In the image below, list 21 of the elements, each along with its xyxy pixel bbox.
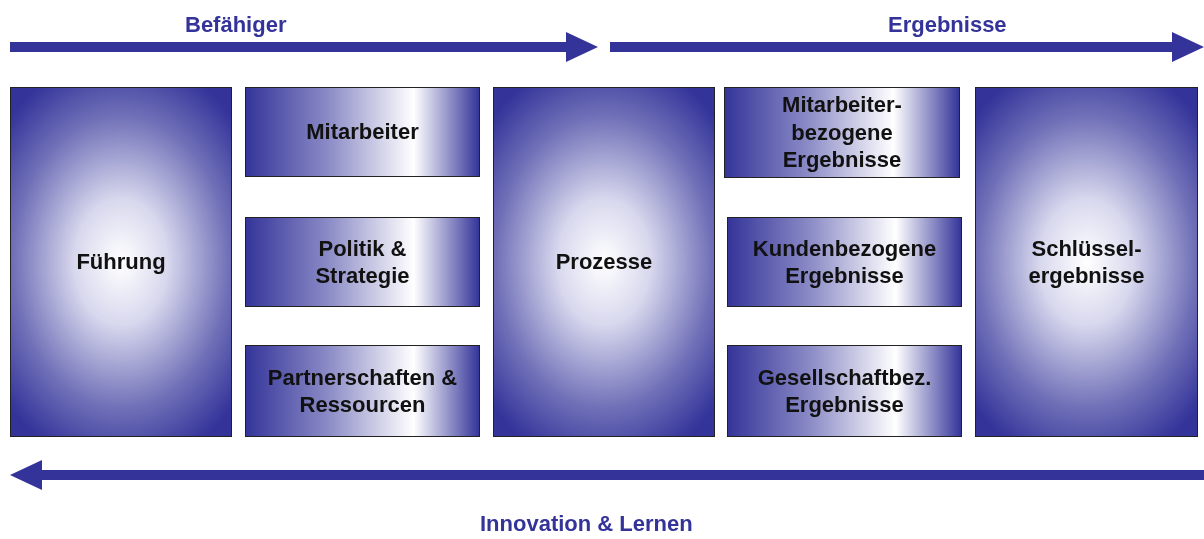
criterion-box — [727, 345, 962, 437]
criterion-label: Kundenbezogene Ergebnisse — [751, 234, 938, 290]
criterion-label: Prozesse — [554, 248, 654, 276]
criterion-panel — [975, 87, 1198, 437]
arrow-caption: Innovation & Lernen — [480, 511, 693, 537]
criterion-label: Schlüssel- ergebnisse — [1027, 234, 1146, 290]
criterion-panel — [10, 87, 232, 437]
criterion-panel — [493, 87, 715, 437]
arrow-caption: Befähiger — [185, 12, 287, 38]
criterion-label: Führung — [75, 248, 167, 276]
criterion-label: Politik & Strategie — [314, 234, 411, 290]
criterion-label: Mitarbeiter — [305, 118, 420, 146]
criterion-label: Gesellschaftbez. Ergebnisse — [756, 363, 933, 419]
criterion-box — [724, 87, 960, 178]
criterion-label: Partnerschaften & Ressourcen — [266, 363, 459, 419]
criterion-box — [727, 217, 962, 307]
criterion-box — [245, 87, 480, 177]
criterion-label: Mitarbeiter- bezogene Ergebnisse — [781, 91, 903, 174]
criterion-box — [245, 217, 480, 307]
arrow-caption: Ergebnisse — [888, 12, 1007, 38]
criterion-box — [245, 345, 480, 437]
